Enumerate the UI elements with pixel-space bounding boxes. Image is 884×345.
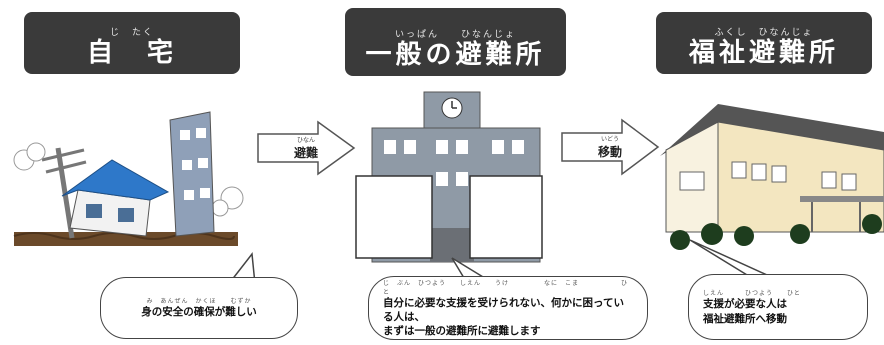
evacuate-ruby: ひなん xyxy=(296,137,315,144)
bubble-welfare-line1: 支援が必要な人は xyxy=(703,298,787,311)
title-general-label: 一般の避難所 xyxy=(365,40,546,70)
title-home: じ たく 自 宅 xyxy=(24,12,240,74)
move-ruby: いどう xyxy=(600,136,619,143)
bubble-home: み あんぜん かくほ むずか 身の安全の確保が難しい xyxy=(100,277,298,339)
bubble-welfare-line2: 福祉避難所へ移動 xyxy=(703,312,787,325)
bubble-welfare-ruby: しえん ひつよう ひと xyxy=(703,290,801,298)
title-welfare-ruby: ふくし ひなんじょ xyxy=(714,28,814,38)
title-general-shelter: いっぱん ひなんじょ 一般の避難所 xyxy=(345,8,566,76)
bubble-general-line1: 自分に必要な支援を受けられない、何かに困っている人は、 xyxy=(383,296,624,323)
move-arrow: いどう 移動 xyxy=(560,118,660,176)
welfare-shelter-illustration xyxy=(660,104,884,250)
bubble-home-text: 身の安全の確保が難しい xyxy=(141,306,257,319)
arrow-shape-evacuate xyxy=(257,120,356,176)
bubble-welfare: しえん ひつよう ひと 支援が必要な人は 福祉避難所へ移動 xyxy=(688,274,868,340)
damaged-house-illustration xyxy=(13,111,244,246)
bubble-general-line2: まずは一般の避難所に避難します xyxy=(383,325,541,338)
utility-pole xyxy=(55,147,75,239)
title-general-ruby: いっぱん ひなんじょ xyxy=(394,30,516,40)
arrow-shape-move xyxy=(561,118,660,176)
title-home-label: 自 宅 xyxy=(86,38,177,68)
bubble-general-ruby: じ ぶん ひつよう しえん うけ なに こま ひと xyxy=(383,279,629,296)
title-home-ruby: じ たく xyxy=(109,28,154,38)
move-label: 移動 xyxy=(597,145,622,159)
school-shelter-illustration xyxy=(355,91,543,263)
evacuate-label: 避難 xyxy=(293,146,318,160)
bubble-home-ruby: み あんぜん かくほ むずか xyxy=(146,298,252,306)
title-welfare-label: 福祉避難所 xyxy=(688,38,839,68)
title-welfare-shelter: ふくし ひなんじょ 福祉避難所 xyxy=(656,12,872,74)
evacuate-arrow: ひなん 避難 xyxy=(256,120,356,176)
bubble-general: じ ぶん ひつよう しえん うけ なに こま ひと 自分に必要な支援を受けられな… xyxy=(368,276,648,340)
